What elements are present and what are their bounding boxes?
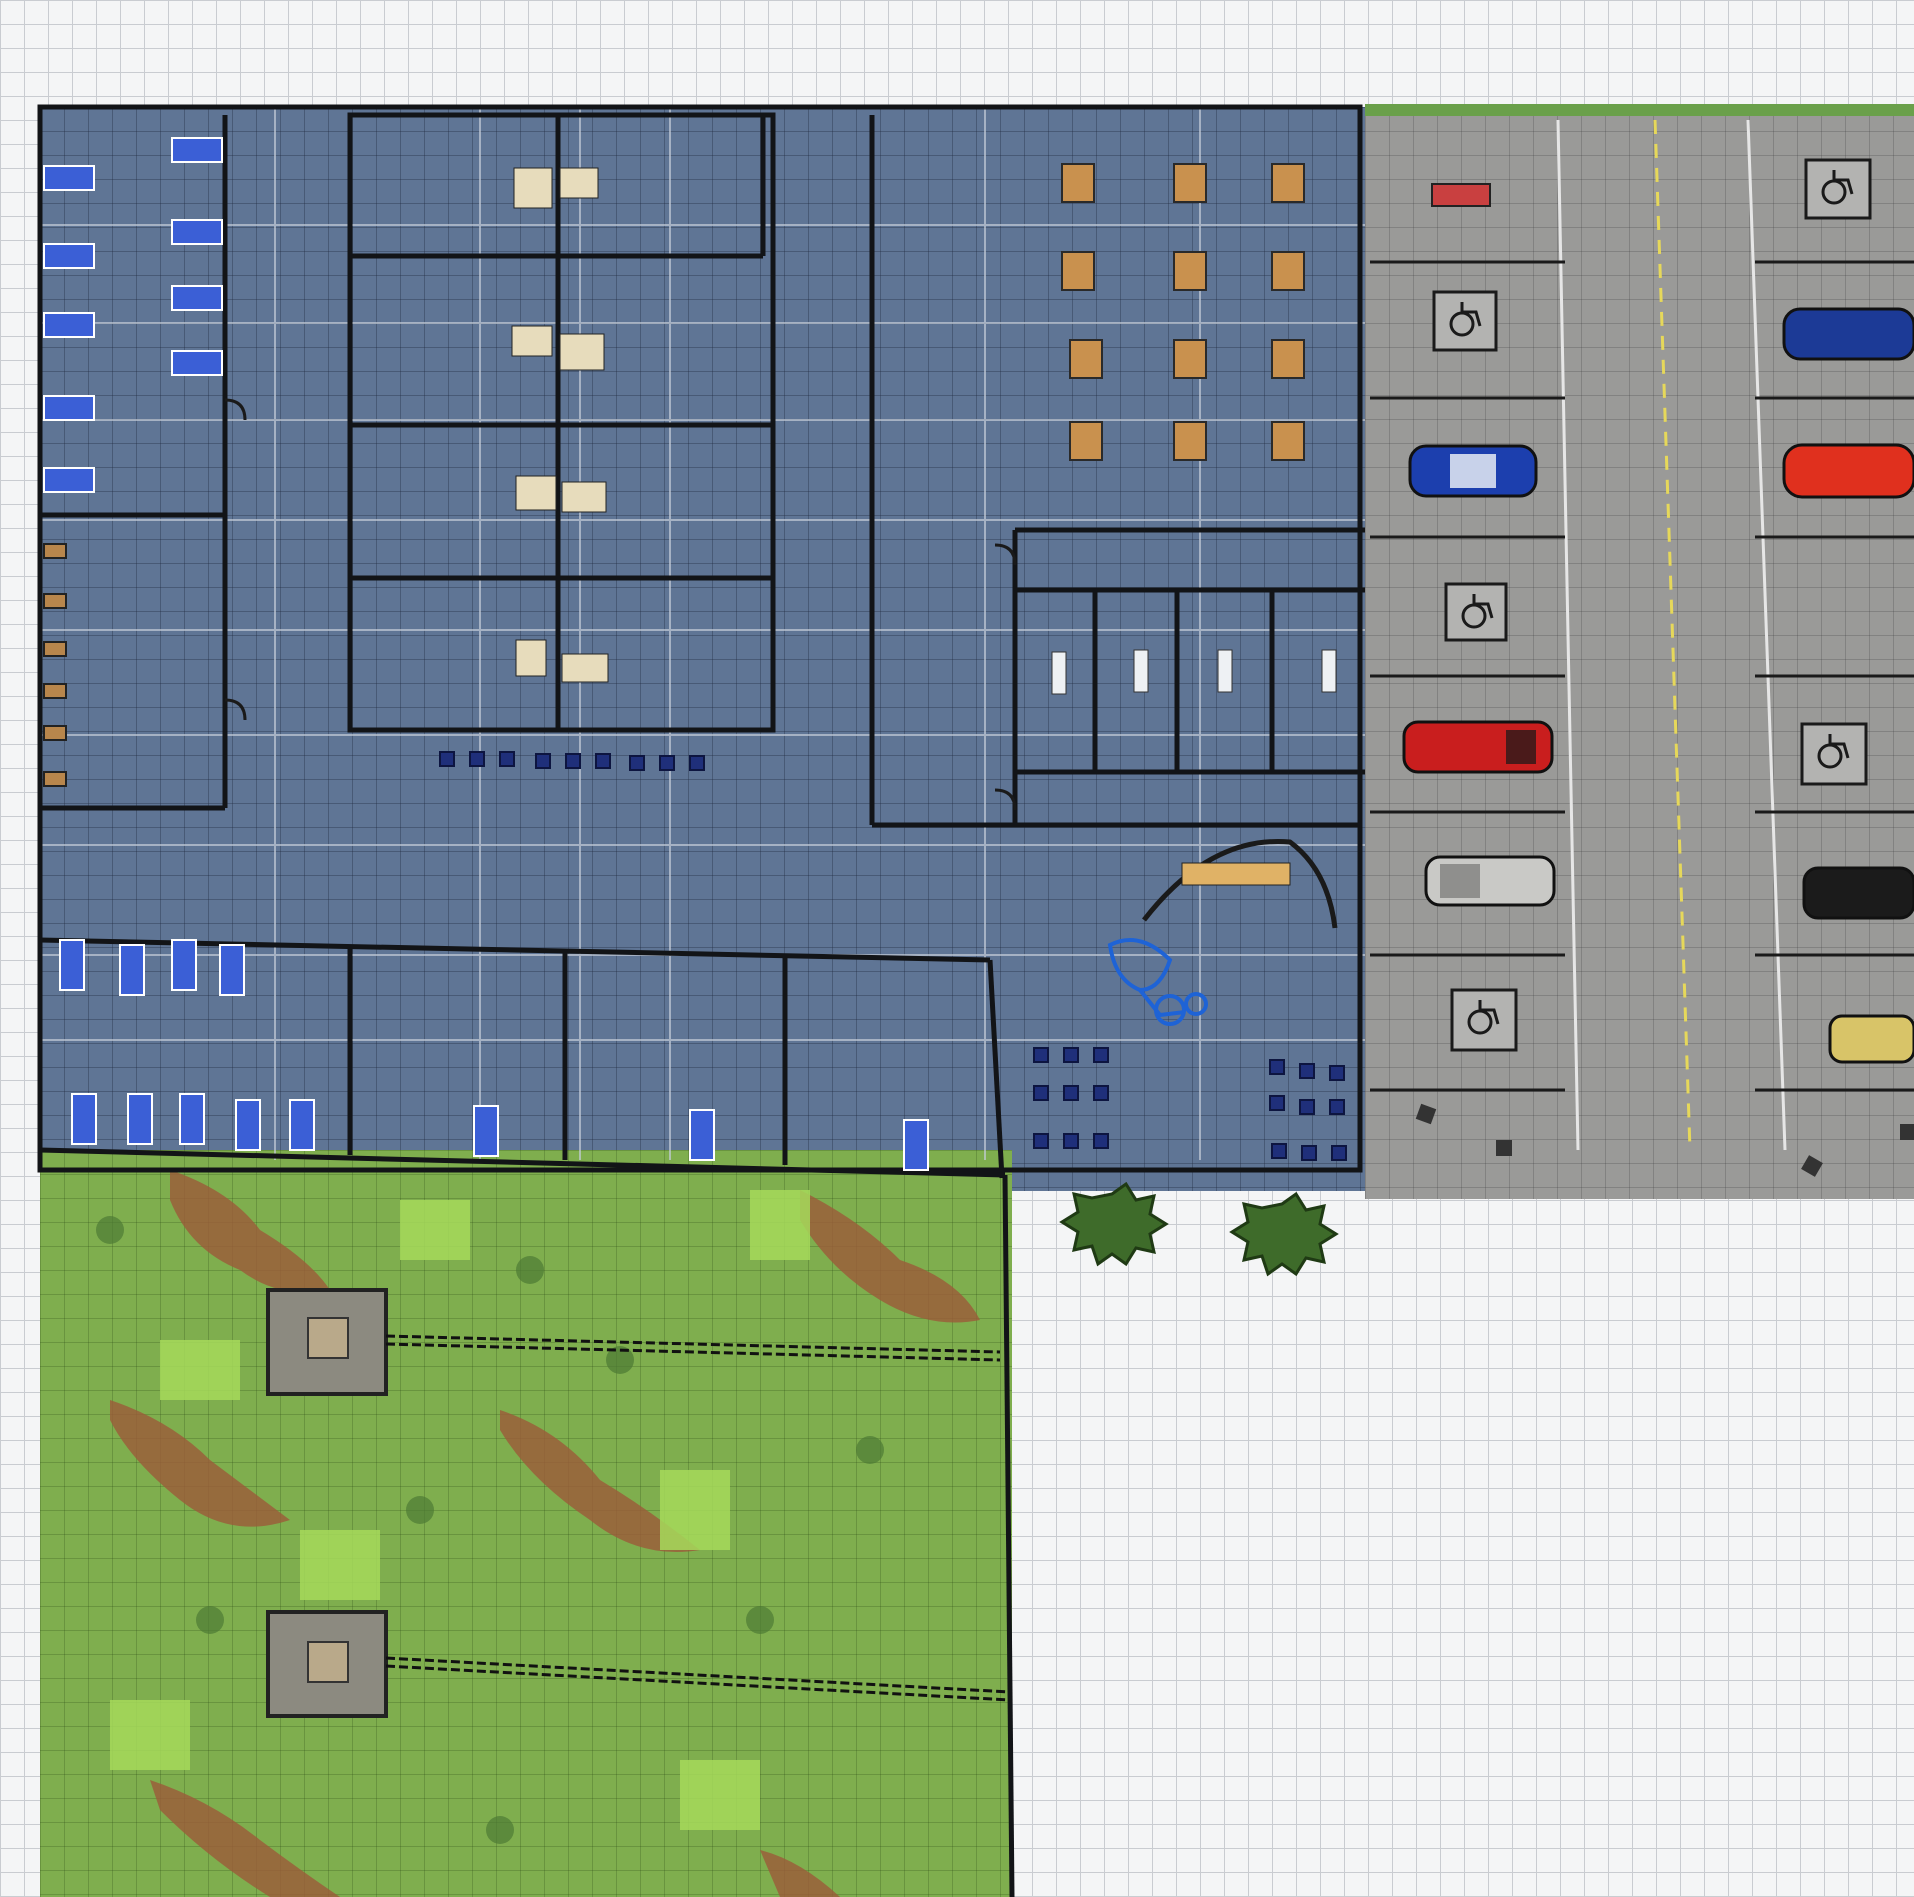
dirt-patch: [110, 1170, 980, 1897]
grass-patch: [110, 1190, 810, 1830]
door-swing-icon[interactable]: [224, 398, 1338, 929]
car-icon: [1408, 444, 1538, 498]
wheelchair-accessible-icon: [1432, 158, 1872, 1052]
car-icon: [1828, 1014, 1914, 1064]
bush-icon: [96, 1216, 884, 1844]
table-icon[interactable]: [1061, 163, 1305, 461]
car-icon: [1782, 443, 1914, 499]
office-building-floor: [40, 107, 1387, 1191]
desk-icon[interactable]: [511, 167, 1291, 886]
rock-icon: [1415, 1103, 1914, 1177]
floor-guidelines: [40, 107, 1365, 1160]
car-icon: [1424, 855, 1556, 907]
building-walls: [37, 104, 1365, 1897]
car-icon: [1782, 307, 1914, 361]
person-icon: [1431, 183, 1491, 207]
sketch-doodle: [1107, 938, 1208, 1026]
parking-markings: [1365, 104, 1914, 1151]
locker-row: [43, 543, 67, 787]
stone-slab-icon: [266, 1288, 388, 1718]
fence-row: [385, 1334, 1011, 1702]
car-icon: [1402, 720, 1554, 774]
bed-icon[interactable]: [43, 137, 929, 1171]
car-icon: [1802, 866, 1914, 920]
parked-cars[interactable]: [1402, 183, 1914, 1064]
toilet-icon: [1051, 649, 1337, 695]
lawn-details: [96, 1170, 1011, 1897]
chair-icon[interactable]: [439, 751, 1347, 1161]
tree-icon: [1059, 1181, 1339, 1277]
